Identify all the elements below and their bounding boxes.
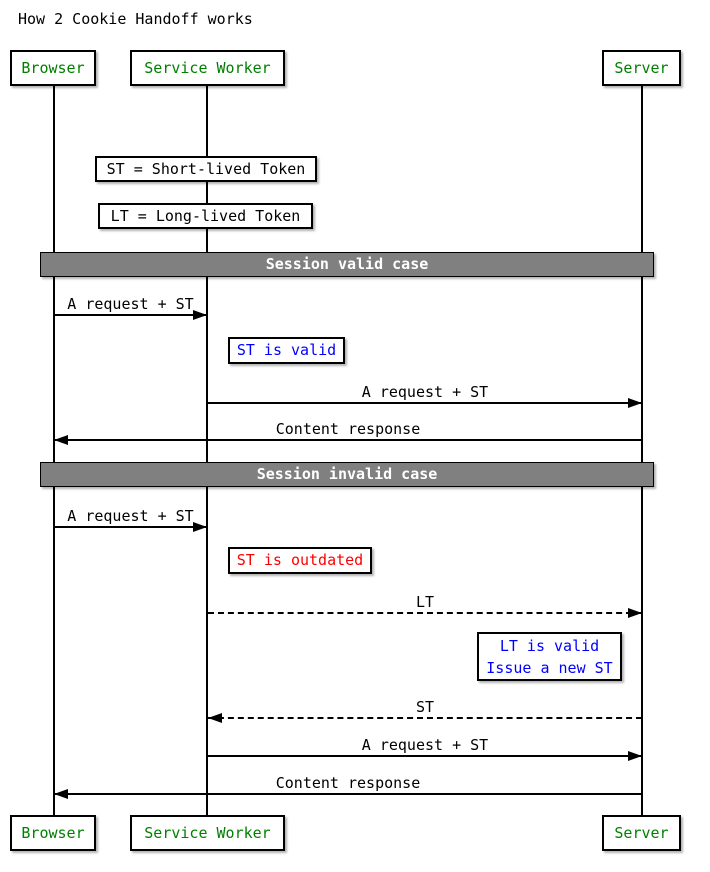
message-label-request-st-4: A request + ST (361, 736, 489, 754)
actor-service-worker-top: Service Worker (130, 50, 285, 86)
message-line-request-st-3 (54, 526, 207, 528)
server-lifeline (641, 86, 643, 815)
message-line-request-st-2 (208, 402, 642, 404)
actor-browser-top: Browser (10, 50, 96, 86)
arrowhead-right-icon (628, 398, 642, 408)
service-worker-lifeline (206, 86, 208, 815)
message-line-content-response-2 (54, 793, 642, 795)
arrowhead-right-icon (193, 310, 207, 320)
note-lt-is-valid-line1: LT is valid (499, 637, 600, 655)
browser-lifeline (53, 86, 55, 815)
message-line-content-response-1 (54, 439, 642, 441)
message-label-content-response-2: Content response (275, 774, 421, 792)
message-line-request-st-4 (208, 755, 642, 757)
message-label-request-st-2: A request + ST (361, 383, 489, 401)
message-label-request-st-3: A request + ST (67, 507, 194, 525)
note-lt-is-valid: LT is valid Issue a new ST (477, 632, 622, 681)
arrowhead-left-icon (54, 435, 68, 445)
diagram-title: How 2 Cookie Handoff works (18, 10, 253, 28)
message-label-request-st-1: A request + ST (67, 295, 194, 313)
message-line-request-st-1 (54, 314, 207, 316)
message-line-lt (208, 612, 642, 614)
note-st-is-valid: ST is valid (228, 337, 345, 364)
arrowhead-left-icon (54, 789, 68, 799)
divider-session-valid: Session valid case (40, 252, 654, 277)
message-label-lt: LT (415, 593, 435, 611)
note-st-is-outdated: ST is outdated (228, 547, 372, 574)
actor-server-top: Server (602, 50, 681, 86)
arrowhead-left-icon (208, 713, 222, 723)
message-line-st (208, 717, 642, 719)
arrowhead-right-icon (193, 522, 207, 532)
message-label-content-response-1: Content response (275, 420, 421, 438)
actor-service-worker-bottom: Service Worker (130, 815, 285, 851)
legend-note-long-lived-token: LT = Long-lived Token (98, 203, 313, 229)
arrowhead-right-icon (628, 608, 642, 618)
arrowhead-right-icon (628, 751, 642, 761)
divider-session-invalid: Session invalid case (40, 462, 654, 487)
message-label-st: ST (415, 698, 435, 716)
actor-server-bottom: Server (602, 815, 681, 851)
legend-note-short-lived-token: ST = Short-lived Token (95, 156, 317, 182)
note-lt-is-valid-line2: Issue a new ST (486, 659, 613, 677)
actor-browser-bottom: Browser (10, 815, 96, 851)
